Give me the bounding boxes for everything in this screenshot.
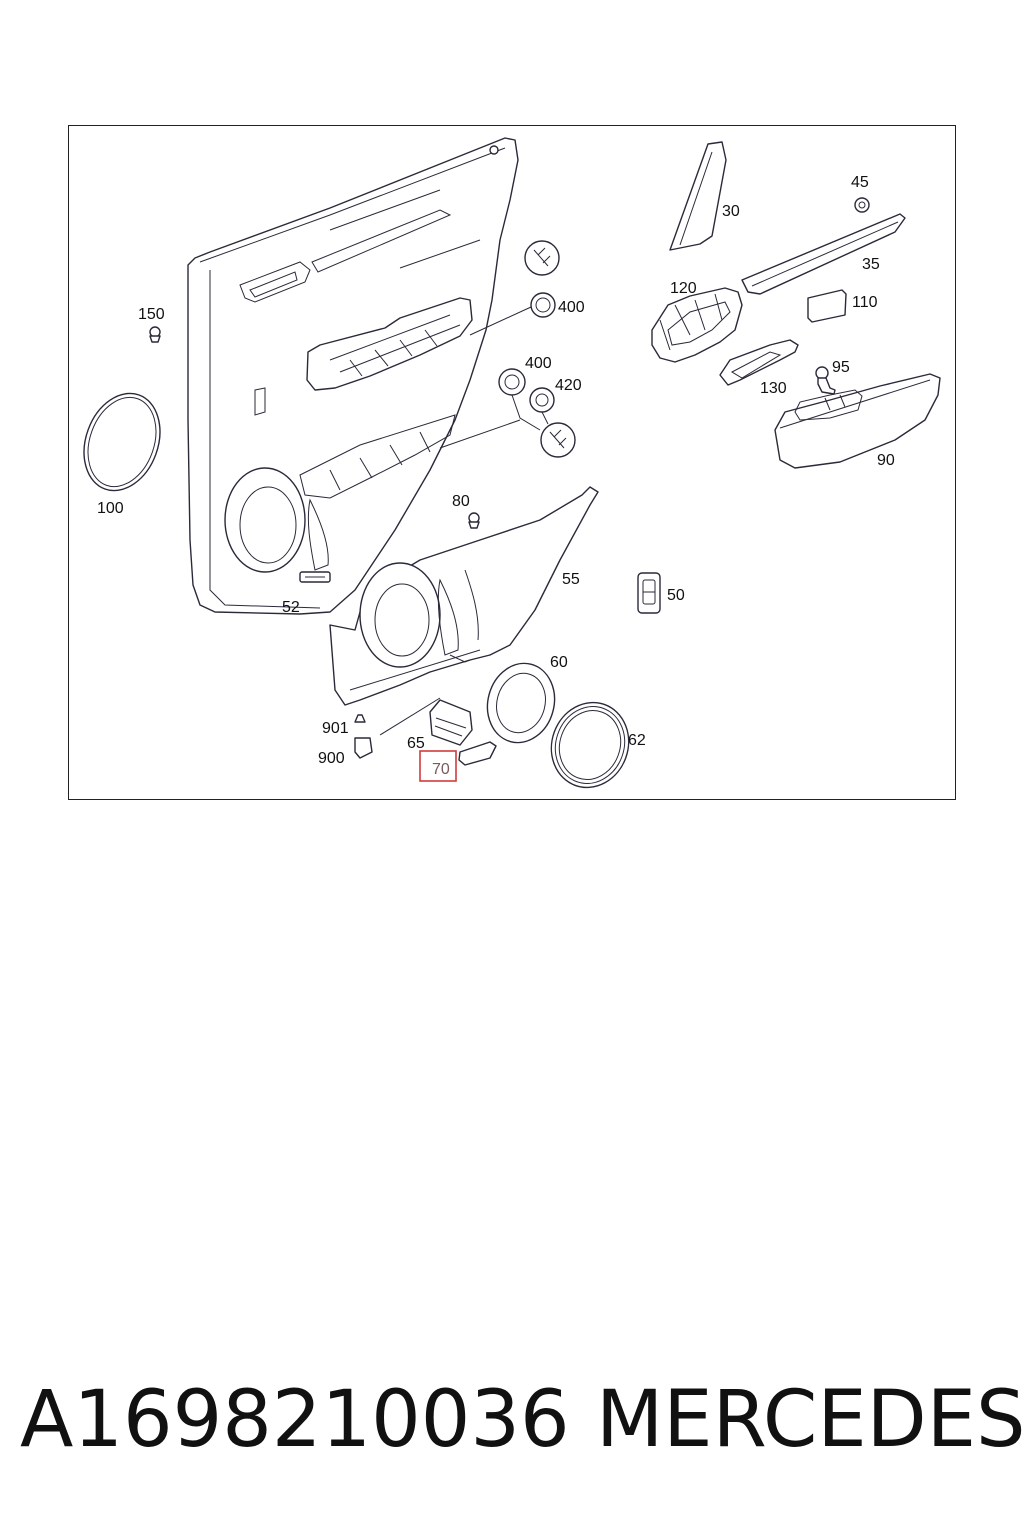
cover-part-110 xyxy=(807,289,847,323)
speaker-trim-part-62 xyxy=(550,701,630,789)
trim-strip-part-30 xyxy=(669,141,727,251)
callout-95: 95 xyxy=(832,359,850,376)
screw-part-95 xyxy=(815,366,836,395)
switch-assembly-part-65 xyxy=(429,699,473,746)
highlight-box-70 xyxy=(419,750,457,782)
tool-symbol-upper xyxy=(524,240,560,276)
callout-150: 150 xyxy=(138,306,165,323)
cover-part-70 xyxy=(458,741,497,766)
grommet-part-400-lower xyxy=(498,368,526,396)
callout-900: 900 xyxy=(318,750,345,767)
callout-400-upper: 400 xyxy=(558,299,585,316)
callout-70: 70 xyxy=(432,761,450,778)
inner-handle-part-130 xyxy=(719,339,799,386)
callout-50: 50 xyxy=(667,587,685,604)
diagram-frame xyxy=(68,125,956,800)
callout-60: 60 xyxy=(550,654,568,671)
callout-100: 100 xyxy=(97,500,124,517)
clip-part-80 xyxy=(468,512,480,529)
callout-35: 35 xyxy=(862,256,880,273)
callout-130: 130 xyxy=(760,380,787,397)
callout-62: 62 xyxy=(628,732,646,749)
connector-part-900 xyxy=(354,737,373,759)
callout-400-lower: 400 xyxy=(525,355,552,372)
callout-65: 65 xyxy=(407,735,425,752)
grommet-part-420 xyxy=(529,387,555,413)
callout-45: 45 xyxy=(851,174,869,191)
door-panel-part-52 xyxy=(187,137,519,615)
tool-symbol-lower xyxy=(540,422,576,458)
part-number: A1698210036 xyxy=(20,1375,570,1465)
callout-110: 110 xyxy=(852,294,878,311)
grommet-part-400-upper xyxy=(530,292,556,318)
footer: A1698210036 MERCEDES xyxy=(0,1370,1024,1480)
callout-80: 80 xyxy=(452,493,470,510)
callout-420: 420 xyxy=(555,377,582,394)
callout-30: 30 xyxy=(722,203,740,220)
handle-bezel-part-120 xyxy=(651,287,743,363)
brand-name: MERCEDES xyxy=(596,1375,1024,1465)
fastener-part-901 xyxy=(354,714,366,723)
callout-90: 90 xyxy=(877,452,895,469)
speaker-ring-part-60 xyxy=(486,662,556,744)
clip-part-45 xyxy=(854,197,870,213)
clip-part-150 xyxy=(149,326,161,343)
callout-120: 120 xyxy=(670,280,697,297)
switch-part-50 xyxy=(637,572,661,614)
lower-trim-part-55 xyxy=(329,486,599,706)
callout-55: 55 xyxy=(562,571,580,588)
callout-901: 901 xyxy=(322,720,349,737)
speaker-grille-part-100 xyxy=(83,392,161,492)
callout-52: 52 xyxy=(282,599,300,616)
trim-strip-part-35 xyxy=(741,213,906,295)
armrest-part-90 xyxy=(774,373,941,469)
